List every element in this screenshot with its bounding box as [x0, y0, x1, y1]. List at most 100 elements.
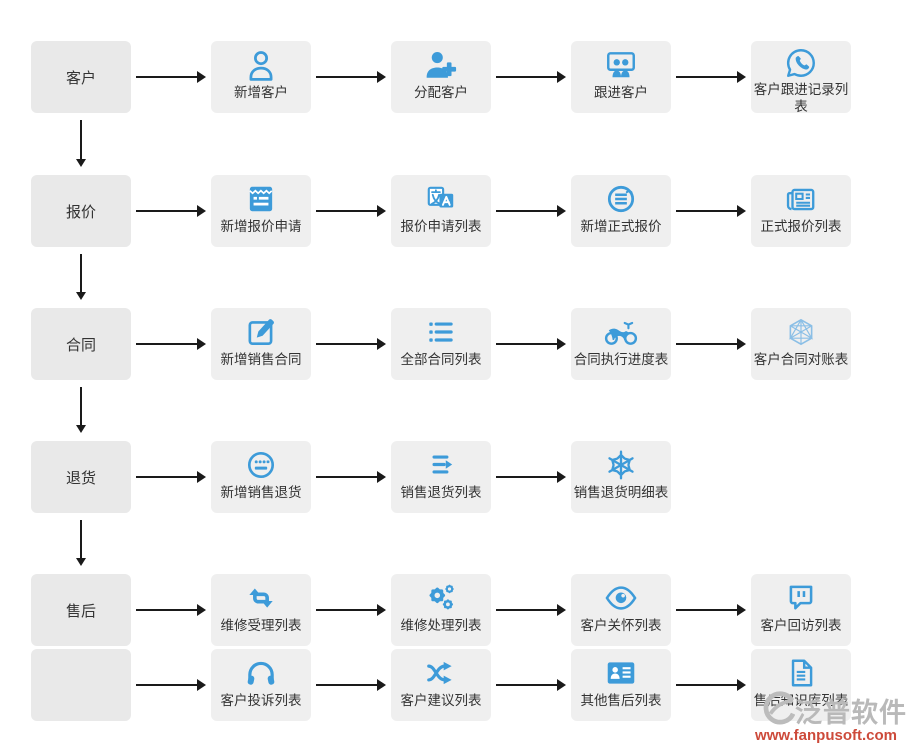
node-label: 售后知识库列表 [753, 693, 849, 708]
flow-arrow-right [671, 175, 751, 247]
after-sales-row-2: 客户投诉列表 客户建议列表 其他售后列表 售后知识库列表 [31, 649, 851, 721]
node-label: 新增销售合同 [220, 352, 302, 367]
flow-arrow-right [311, 41, 391, 113]
node-label: 新增销售退货 [220, 485, 302, 500]
node-label: 客户跟进记录列表 [753, 82, 849, 114]
node-label: 新增客户 [234, 85, 288, 100]
node-label: 客户回访列表 [760, 618, 842, 633]
flow-arrow-right [311, 308, 391, 380]
stage-after-sales[interactable]: 售后 [31, 574, 131, 646]
node-label: 客户合同对账表 [753, 352, 849, 367]
node-label: 分配客户 [414, 85, 468, 100]
stage-return[interactable]: 退货 [31, 441, 131, 513]
flow-arrow-right [311, 649, 391, 721]
flow-arrow-right [671, 41, 751, 113]
shuffle-icon [424, 654, 458, 691]
node-label: 销售退货明细表 [573, 485, 669, 500]
quote-request-list[interactable]: 报价申请列表 [391, 175, 491, 247]
file-text-icon [784, 654, 818, 691]
flow-arrow-right [131, 308, 211, 380]
return-row: 退货新增销售退货 销售退货列表 销售退货明细表 [31, 441, 671, 513]
flow-arrow-right [491, 308, 571, 380]
flow-arrow-down [76, 387, 86, 433]
flow-arrow-right [671, 574, 751, 646]
add-sales-contract[interactable]: 新增销售合同 [211, 308, 311, 380]
customer-row: 客户新增客户 分配客户 跟进客户客户跟进记录列表 [31, 41, 851, 114]
customer-care-list[interactable]: 客户关怀列表 [571, 574, 671, 646]
twitch-icon [784, 579, 818, 616]
flow-arrow-right [131, 41, 211, 113]
watermark-url: www.fanpusoft.com [755, 727, 897, 744]
node-label: 新增正式报价 [580, 219, 662, 234]
add-customer[interactable]: 新增客户 [211, 41, 311, 113]
flow-arrow-right [491, 175, 571, 247]
stage-label: 客户 [65, 69, 96, 87]
add-formal-quote[interactable]: 新增正式报价 [571, 175, 671, 247]
node-label: 客户投诉列表 [220, 693, 302, 708]
retweet-icon [244, 579, 278, 616]
customer-revisit-list[interactable]: 客户回访列表 [751, 574, 851, 646]
stage-label: 退货 [65, 469, 96, 487]
user-plus-icon [424, 46, 458, 83]
add-sales-return[interactable]: 新增销售退货 [211, 441, 311, 513]
list-icon [424, 313, 458, 350]
node-label: 其他售后列表 [580, 693, 662, 708]
node-label: 客户建议列表 [400, 693, 482, 708]
lines-arrow-icon [424, 446, 458, 483]
user-icon [244, 46, 278, 83]
stage-contract[interactable]: 合同 [31, 308, 131, 380]
customer-contract-reconciliation[interactable]: 客户合同对账表 [751, 308, 851, 380]
node-label: 销售退货列表 [400, 485, 482, 500]
flow-arrow-right [671, 649, 751, 721]
flow-arrow-down [76, 120, 86, 167]
after-sales-knowledge-list[interactable]: 售后知识库列表 [751, 649, 851, 721]
sales-return-detail[interactable]: 销售退货明细表 [571, 441, 671, 513]
stage-label: 合同 [65, 336, 96, 354]
assign-customer[interactable]: 分配客户 [391, 41, 491, 113]
stage-empty [31, 649, 131, 721]
follow-up-customer[interactable]: 跟进客户 [571, 41, 671, 113]
node-label: 正式报价列表 [760, 219, 842, 234]
quote-row: 报价 新增报价申请报价申请列表 新增正式报价 正式报价列表 [31, 175, 851, 247]
circle-keyboard-icon [244, 446, 278, 483]
flow-arrow-right [311, 574, 391, 646]
gears-icon [424, 579, 458, 616]
whatsapp-icon [784, 46, 818, 80]
contract-row: 合同新增销售合同 全部合同列表 合同执行进度表 客户合同对账表 [31, 308, 851, 380]
circle-lines-icon [604, 180, 638, 217]
flow-arrow-right [311, 441, 391, 513]
formal-quote-list[interactable]: 正式报价列表 [751, 175, 851, 247]
customer-follow-up-record-list[interactable]: 客户跟进记录列表 [751, 41, 851, 114]
translate-icon [424, 180, 458, 217]
motorcycle-icon [604, 313, 638, 350]
customer-complaint-list[interactable]: 客户投诉列表 [211, 649, 311, 721]
flow-arrow-right [131, 441, 211, 513]
flow-arrow-right [131, 574, 211, 646]
contract-execution-progress[interactable]: 合同执行进度表 [571, 308, 671, 380]
flow-arrow-right [131, 175, 211, 247]
stage-quote[interactable]: 报价 [31, 175, 131, 247]
node-label: 客户关怀列表 [580, 618, 662, 633]
other-after-sales-list[interactable]: 其他售后列表 [571, 649, 671, 721]
stage-customer[interactable]: 客户 [31, 41, 131, 113]
flow-arrow-down [76, 520, 86, 566]
node-label: 合同执行进度表 [573, 352, 669, 367]
repair-handling-list[interactable]: 维修处理列表 [391, 574, 491, 646]
flow-arrow-right [491, 574, 571, 646]
node-label: 报价申请列表 [400, 219, 482, 234]
flow-arrow-right [491, 649, 571, 721]
id-card-icon [604, 654, 638, 691]
add-quote-request[interactable]: 新增报价申请 [211, 175, 311, 247]
node-label: 全部合同列表 [400, 352, 482, 367]
presentation-people-icon [604, 46, 638, 83]
flow-arrow-right [491, 41, 571, 113]
flow-arrow-right [131, 649, 211, 721]
sales-return-list[interactable]: 销售退货列表 [391, 441, 491, 513]
after-sales-row: 售后 维修受理列表维修处理列表 客户关怀列表 客户回访列表 [31, 574, 851, 646]
all-contract-list[interactable]: 全部合同列表 [391, 308, 491, 380]
customer-suggestion-list[interactable]: 客户建议列表 [391, 649, 491, 721]
node-label: 维修处理列表 [400, 618, 482, 633]
flow-arrow-right [671, 308, 751, 380]
repair-acceptance-list[interactable]: 维修受理列表 [211, 574, 311, 646]
flow-arrow-right [491, 441, 571, 513]
